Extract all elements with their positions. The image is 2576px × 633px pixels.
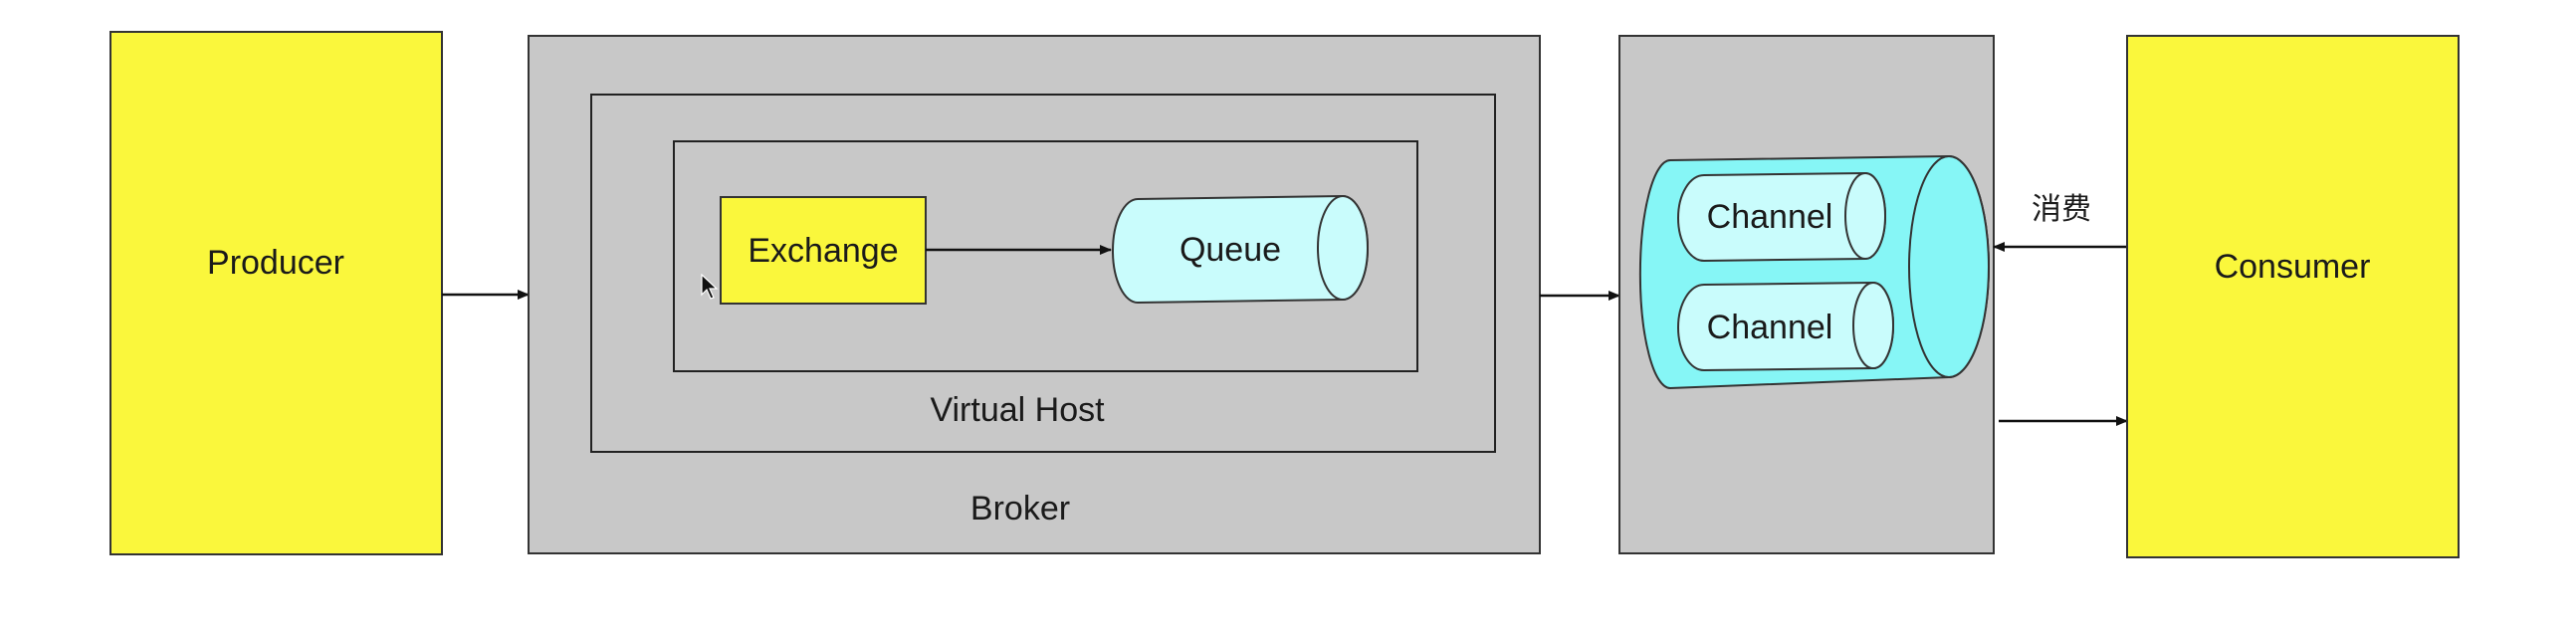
queue-cylinder: Queue — [1112, 194, 1369, 305]
broker-label: Broker — [970, 490, 1070, 528]
broker-node: Broker Virtual Host Exchange Queue — [528, 35, 1541, 554]
consumer-node: Consumer — [2126, 35, 2460, 558]
producer-label: Producer — [207, 244, 344, 282]
broker-box — [528, 35, 1541, 554]
channel-1-label: Channel — [1707, 198, 1833, 236]
connection-node: Channel Channel — [1618, 35, 1995, 554]
producer-node: Producer — [109, 31, 443, 555]
queue-label: Queue — [1180, 231, 1281, 269]
consumer-box — [2126, 35, 2460, 558]
producer-box — [109, 31, 443, 555]
virtual-host-label: Virtual Host — [930, 391, 1105, 429]
queue-end-cap — [1317, 195, 1369, 301]
channel-1-end — [1844, 172, 1886, 260]
channel-2-end — [1852, 282, 1894, 369]
consumer-label: Consumer — [2215, 248, 2371, 286]
consume-arrow-label: 消费 — [2032, 193, 2091, 226]
exchange-box — [720, 196, 927, 305]
exchange-label: Exchange — [748, 232, 898, 270]
connection-cylinder-end — [1908, 155, 1990, 378]
channel-2-label: Channel — [1707, 309, 1833, 346]
channel-2: Channel — [1677, 281, 1894, 372]
channel-1: Channel — [1677, 171, 1886, 263]
virtual-host-inner-frame — [673, 140, 1418, 372]
mouse-pointer-icon — [701, 274, 719, 300]
virtual-host-box — [590, 94, 1496, 453]
